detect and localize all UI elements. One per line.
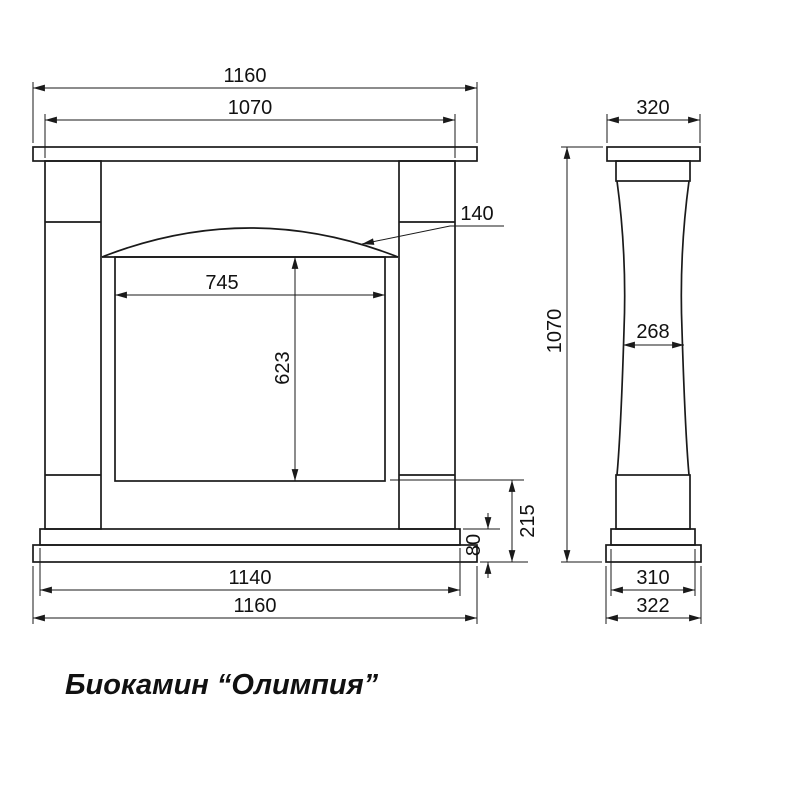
- dim-front-opening-height: 623: [272, 257, 299, 481]
- dim-side-column-depth: 268: [623, 321, 684, 349]
- front-right-pillar: [398, 160, 456, 530]
- dim-front-overall-width: 1160: [32, 566, 478, 624]
- side-column-left-profile: [616, 180, 626, 476]
- dim-label-front-base-height: 80: [463, 534, 485, 556]
- front-left-pillar: [44, 160, 102, 530]
- side-mantel-shelf: [606, 146, 701, 162]
- front-base-upper-slab: [39, 528, 461, 546]
- drawing-title: Биокамин “Олимпия”: [65, 669, 379, 701]
- dim-label-front-overall-width: 1160: [233, 595, 276, 617]
- dim-label-side-overall-depth: 322: [636, 595, 669, 617]
- dim-front-shelf-width: 1070: [44, 97, 456, 158]
- dim-label-side-column-depth: 268: [636, 321, 669, 343]
- front-mantel-shelf: [32, 146, 478, 162]
- dim-front-base-height: 80: [463, 513, 492, 578]
- dim-side-overall-height: 1070: [544, 146, 603, 563]
- side-capital-block: [615, 160, 691, 182]
- dim-front-opening-width: 745: [115, 272, 385, 299]
- side-column-right-profile: [680, 180, 690, 476]
- dim-side-overall-depth: 322: [605, 566, 702, 624]
- dim-label-front-shelf-width: 1070: [228, 97, 273, 119]
- dim-label-front-base-width: 1140: [228, 567, 271, 589]
- front-firebox-opening: [114, 256, 386, 482]
- dim-label-side-overall-height: 1070: [544, 309, 566, 354]
- dim-front-top-width: 1160: [32, 65, 478, 143]
- dim-front-hearth-height: 215: [390, 479, 539, 563]
- dim-label-front-top-width: 1160: [223, 65, 266, 87]
- dim-label-side-base-depth: 310: [636, 567, 669, 589]
- dim-side-top-depth: 320: [606, 97, 701, 143]
- dim-label-front-opening-height: 623: [272, 351, 294, 384]
- side-base-upper-slab: [610, 528, 696, 546]
- front-view: [32, 146, 478, 563]
- dim-label-front-hearth-height: 215: [517, 504, 539, 537]
- dim-front-base-width: 1140: [39, 548, 461, 596]
- side-base-lower-slab: [605, 544, 702, 563]
- side-view: [605, 146, 702, 563]
- dim-label-front-arch-height: 140: [460, 203, 493, 225]
- dim-label-side-top-depth: 320: [636, 97, 669, 119]
- front-arch-curve: [101, 227, 399, 258]
- dim-label-front-opening-width: 745: [205, 272, 238, 294]
- dim-side-base-depth: 310: [610, 549, 696, 596]
- front-base-lower-slab: [32, 544, 478, 563]
- dim-front-arch-height: 140: [361, 203, 504, 245]
- side-plinth-block: [615, 474, 691, 530]
